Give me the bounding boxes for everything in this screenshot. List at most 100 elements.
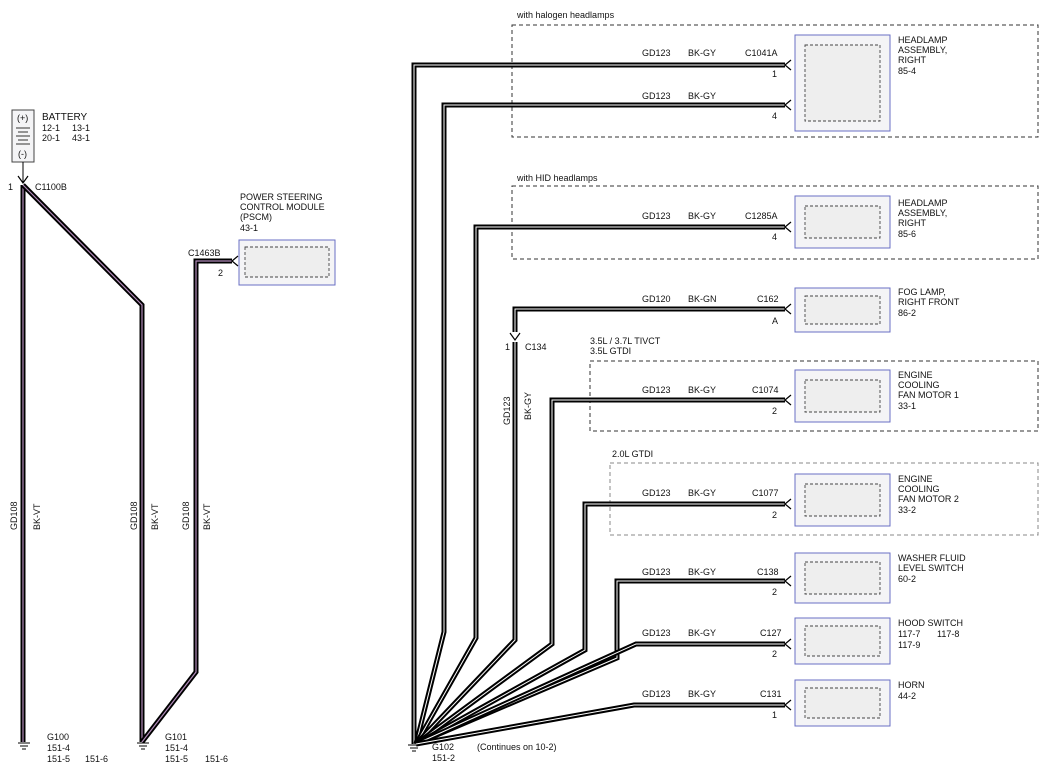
branch-4-color: BK-GN — [688, 294, 717, 304]
ground-g100: G100 151-4 151-5 151-6 — [18, 732, 108, 764]
ground-g101-ref-3: 151-6 — [205, 754, 228, 764]
branch-6-color: BK-GY — [688, 488, 716, 498]
branch-2-pin: 4 — [772, 111, 777, 121]
zone-tivct-label-1: 3.5L / 3.7L TIVCT — [590, 336, 661, 346]
ground-g102-ref: 151-2 — [432, 753, 455, 763]
branch-7-pin: 2 — [772, 587, 777, 597]
conn-arrow-icon — [784, 99, 792, 111]
comp-2-ref: 85-6 — [898, 229, 916, 239]
wire-gd108-battery-g101 — [21, 183, 145, 742]
battery-connector: C1100B — [35, 182, 67, 192]
comp-2-name-1: HEADLAMP — [898, 198, 948, 208]
wire-c1041a-pin4 — [413, 102, 785, 745]
zone-halogen: with halogen headlamps — [511, 10, 1039, 138]
comp-5-ref: 33-2 — [898, 505, 916, 515]
splice-circuit: GD123 — [502, 396, 512, 425]
comp-1-ref: 85-4 — [898, 66, 916, 76]
comp-5-name-1: ENGINE — [898, 474, 933, 484]
left-wire-3-circuit: GD108 — [181, 501, 191, 530]
branch-8-connector: C127 — [760, 628, 782, 638]
comp-4-name-2: COOLING — [898, 380, 940, 390]
comp-2-name-3: RIGHT — [898, 218, 927, 228]
pscm-connector: C1463B — [188, 248, 221, 258]
branch-4-pin: A — [772, 316, 778, 326]
ground-g102-note: (Continues on 10-2) — [477, 742, 557, 752]
left-wire-1-color: BK-VT — [32, 503, 42, 530]
conn-arrow-icon — [784, 638, 792, 650]
comp-2-name-2: ASSEMBLY, — [898, 208, 947, 218]
comp-7-name-1: HOOD SWITCH — [898, 618, 963, 628]
pscm-connector-arrow-icon — [231, 255, 239, 267]
comp-4-ref: 33-1 — [898, 401, 916, 411]
branch-5-color: BK-GY — [688, 385, 716, 395]
branch-7-connector: C138 — [757, 567, 779, 577]
branch-3-circuit: GD123 — [642, 211, 671, 221]
comp-4-name-1: ENGINE — [898, 370, 933, 380]
branch-1-circuit: GD123 — [642, 48, 671, 58]
battery-ref-1: 12-1 — [42, 123, 60, 133]
zone-tivct-label-2: 3.5L GTDI — [590, 346, 631, 356]
splice-arrow-icon — [509, 332, 521, 342]
left-wire-1-circuit: GD108 — [9, 501, 19, 530]
splice-c134: 1 C134 GD123 BK-GY — [502, 332, 547, 425]
wires — [20, 62, 785, 747]
splice-color: BK-GY — [523, 392, 533, 420]
comp-6-name-1: WASHER FLUID — [898, 553, 966, 563]
left-wire-labels: GD108 BK-VT GD108 BK-VT GD108 BK-VT — [9, 501, 212, 530]
branch-9-color: BK-GY — [688, 689, 716, 699]
branch-8-circuit: GD123 — [642, 628, 671, 638]
wire-c1285a — [413, 224, 785, 746]
branch-9-pin: 1 — [772, 710, 777, 720]
ground-g101-ref-2: 151-5 — [165, 754, 188, 764]
component-hood-switch: HOOD SWITCH 117-7 117-8 117-9 — [794, 617, 963, 665]
splice-pin: 1 — [505, 342, 510, 352]
conn-arrow-icon — [784, 575, 792, 587]
comp-6-name-2: LEVEL SWITCH — [898, 563, 964, 573]
conn-arrow-icon — [784, 394, 792, 406]
comp-1-name-3: RIGHT — [898, 55, 927, 65]
branch-8-color: BK-GY — [688, 628, 716, 638]
comp-4-name-3: FAN MOTOR 1 — [898, 390, 959, 400]
branch-9-circuit: GD123 — [642, 689, 671, 699]
zone-halogen-label: with halogen headlamps — [516, 10, 615, 20]
ground-g100-ref-3: 151-6 — [85, 754, 108, 764]
left-wire-2-color: BK-VT — [150, 503, 160, 530]
wire-c1077 — [414, 501, 785, 747]
battery-name: BATTERY — [42, 112, 88, 123]
comp-3-name-2: RIGHT FRONT — [898, 297, 960, 307]
branch-6-circuit: GD123 — [642, 488, 671, 498]
comp-1-name-2: ASSEMBLY, — [898, 45, 947, 55]
component-horn: HORN 44-2 — [794, 679, 925, 727]
zone-hid-label: with HID headlamps — [516, 173, 598, 183]
wire-c131 — [415, 702, 785, 747]
battery: (+) (-) BATTERY 12-1 13-1 20-1 43-1 1 C1… — [8, 109, 90, 192]
branch-7-color: BK-GY — [688, 567, 716, 577]
comp-3-name-1: FOG LAMP, — [898, 287, 946, 297]
left-wire-3-color: BK-VT — [202, 503, 212, 530]
wire-c127 — [414, 641, 785, 747]
comp-7-ref-1: 117-7 — [898, 629, 920, 639]
ground-g102-name: G102 — [432, 742, 454, 752]
ground-g102: G102 151-2 (Continues on 10-2) — [408, 742, 557, 763]
pscm-ref: 43-1 — [240, 223, 258, 233]
branch-3-connector: C1285A — [745, 211, 778, 221]
zone-gtdi: 2.0L GTDI — [609, 449, 1039, 536]
battery-ref-4: 43-1 — [72, 133, 90, 143]
ground-g101-ref-1: 151-4 — [165, 743, 188, 753]
pscm-name-2: CONTROL MODULE — [240, 202, 325, 212]
wire-c134 — [414, 342, 518, 746]
zone-gtdi-label: 2.0L GTDI — [612, 449, 653, 459]
pscm-name-1: POWER STEERING — [240, 192, 323, 202]
component-fan-motor-2: ENGINE COOLING FAN MOTOR 2 33-2 — [794, 473, 959, 527]
branch-2-color: BK-GY — [688, 91, 716, 101]
comp-7-ref-2: 117-8 — [937, 629, 959, 639]
branch-8-pin: 2 — [772, 649, 777, 659]
component-washer-switch: WASHER FLUID LEVEL SWITCH 60-2 — [794, 552, 966, 604]
ground-g100-ref-2: 151-5 — [47, 754, 70, 764]
branch-2-circuit: GD123 — [642, 91, 671, 101]
conn-arrow-icon — [784, 303, 792, 315]
ground-g100-name: G100 — [47, 732, 69, 742]
battery-plus-label: (+) — [17, 113, 28, 123]
zone-tivct: 3.5L / 3.7L TIVCT 3.5L GTDI — [589, 336, 1039, 432]
